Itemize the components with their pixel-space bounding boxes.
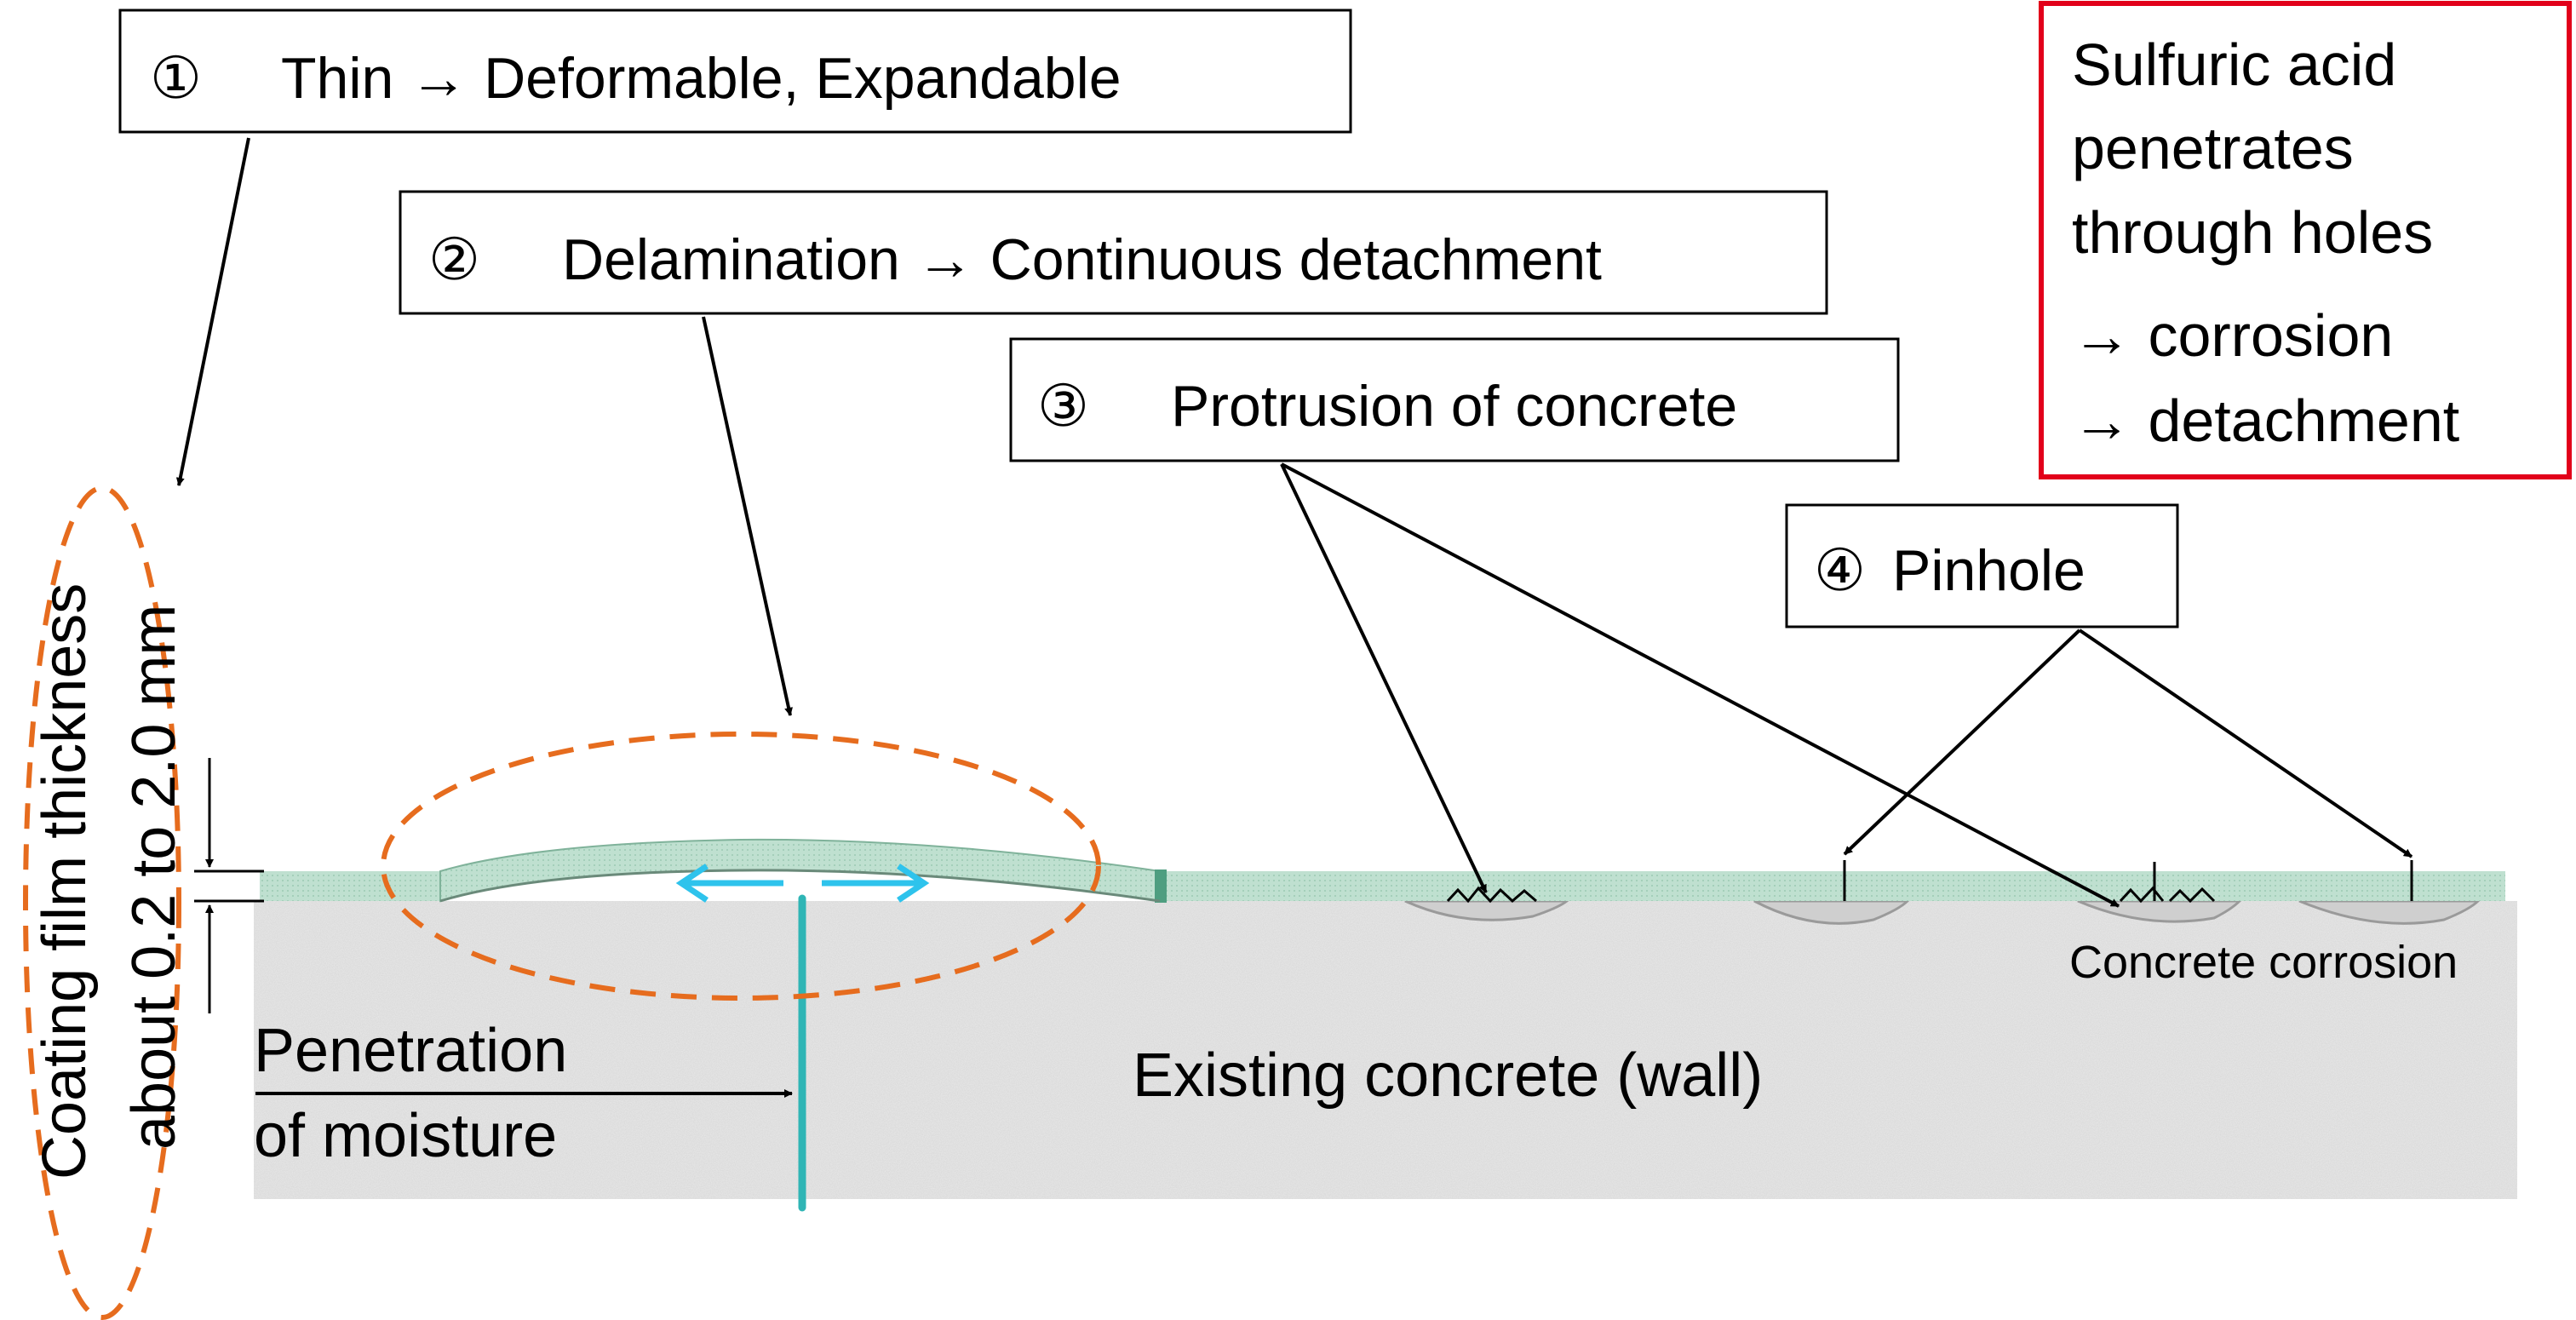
warning-line-5: → detachment bbox=[2072, 387, 2459, 454]
warning-line-3: through holes bbox=[2072, 199, 2433, 266]
moisture-line-2: of moisture bbox=[254, 1102, 557, 1170]
warning-box: Sulfuric acid penetrates through holes →… bbox=[2039, 1, 2572, 479]
concrete-wall bbox=[254, 901, 2517, 1199]
callout-3-text: Protrusion of concrete bbox=[1171, 374, 1737, 439]
callout-3-number: ③ bbox=[1037, 374, 1089, 439]
callout-1: ① Thin → Deformable, Expandable bbox=[118, 9, 1352, 134]
callout-1-number: ① bbox=[150, 46, 202, 111]
thickness-label-2: about 0.2 to 2.0 mm bbox=[120, 605, 188, 1150]
thickness-highlight bbox=[23, 485, 181, 1320]
callout-2: ② Delamination → Continuous detachment bbox=[399, 190, 1828, 315]
coating-film bbox=[260, 838, 2505, 903]
thickness-line-2: about 0.2 to 2.0 mm bbox=[120, 605, 188, 1150]
pinholes bbox=[1843, 860, 2413, 901]
moisture-line-1: Penetration bbox=[254, 1017, 567, 1085]
spreading-arrows bbox=[675, 864, 930, 903]
callout-2-number: ② bbox=[428, 227, 480, 292]
thickness-label: Coating film thickness bbox=[31, 583, 99, 1179]
leader-lines bbox=[175, 137, 2413, 1098]
warning-line-1: Sulfuric acid bbox=[2072, 32, 2396, 98]
warning-line-4: → corrosion bbox=[2072, 302, 2393, 369]
warning-line-2: penetrates bbox=[2072, 115, 2354, 181]
callout-2-text: Delamination → Continuous detachment bbox=[562, 227, 1602, 292]
delamination-highlight bbox=[381, 732, 1101, 1001]
concrete-protrusions bbox=[1446, 886, 2216, 904]
callout-3: ③ Protrusion of concrete bbox=[1009, 337, 1900, 462]
callout-1-text: Thin → Deformable, Expandable bbox=[281, 46, 1122, 111]
callout-4: ④ Pinhole bbox=[1785, 503, 2179, 628]
wall-label: Existing concrete (wall) bbox=[1133, 1042, 1763, 1110]
thickness-dimension bbox=[194, 758, 264, 1013]
thickness-line-1: Coating film thickness bbox=[31, 583, 99, 1179]
callout-4-text: Pinhole bbox=[1892, 538, 2085, 603]
corrosion-label: Concrete corrosion bbox=[2069, 937, 2458, 988]
callout-4-number: ④ bbox=[1814, 538, 1866, 603]
